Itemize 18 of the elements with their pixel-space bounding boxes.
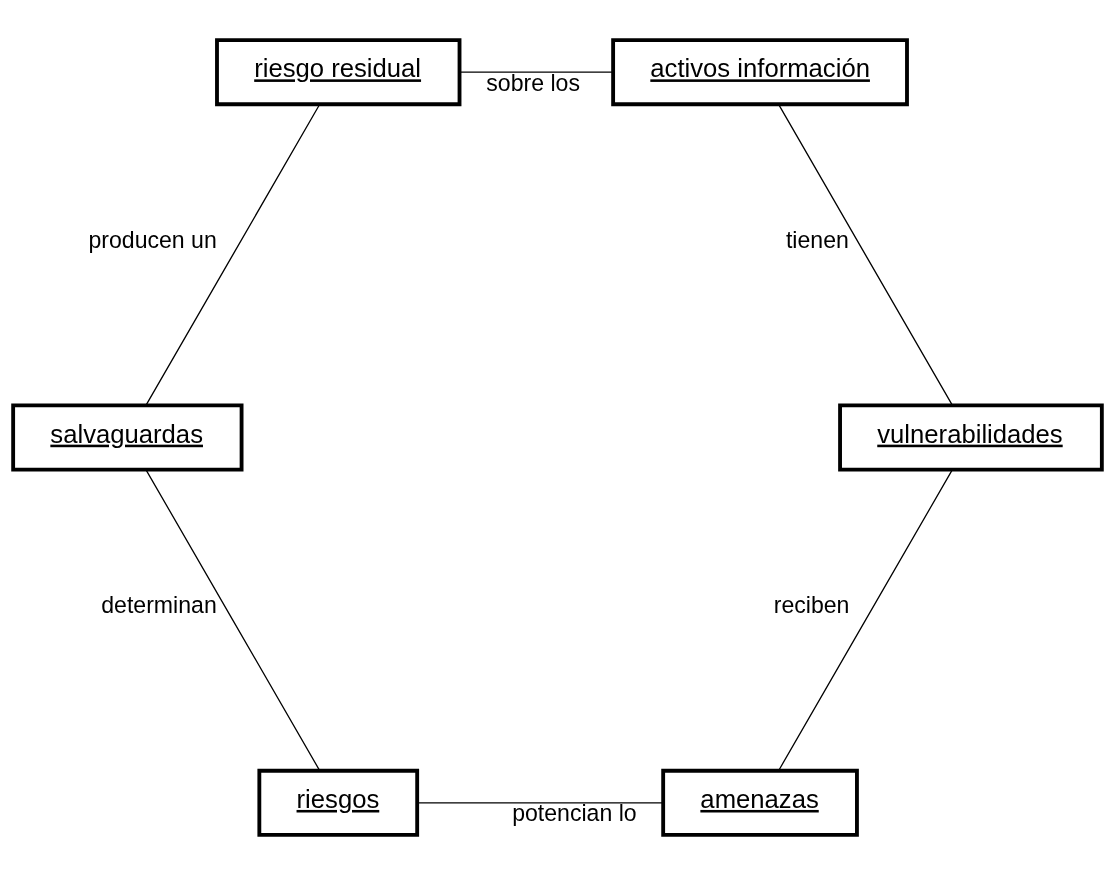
node-box: riesgos (257, 768, 420, 837)
node-box: vulnerabilidades (838, 403, 1104, 472)
node-box: riesgo residual (215, 38, 462, 107)
edge-label: potencian lo (512, 800, 637, 827)
edge-label: sobre los (486, 69, 580, 96)
edge-label: reciben (773, 591, 850, 618)
connector (459, 71, 614, 73)
connector (778, 469, 953, 772)
node-box: salvaguardas (11, 403, 244, 472)
node-box: amenazas (661, 768, 859, 837)
connector (778, 104, 953, 406)
edge-label: tienen (785, 226, 849, 253)
edge-label: producen un (88, 226, 217, 253)
edge-label: determinan (101, 591, 217, 618)
node-box: activos información (611, 38, 909, 107)
connector (145, 103, 321, 406)
connector (416, 802, 664, 804)
connector (145, 469, 321, 771)
